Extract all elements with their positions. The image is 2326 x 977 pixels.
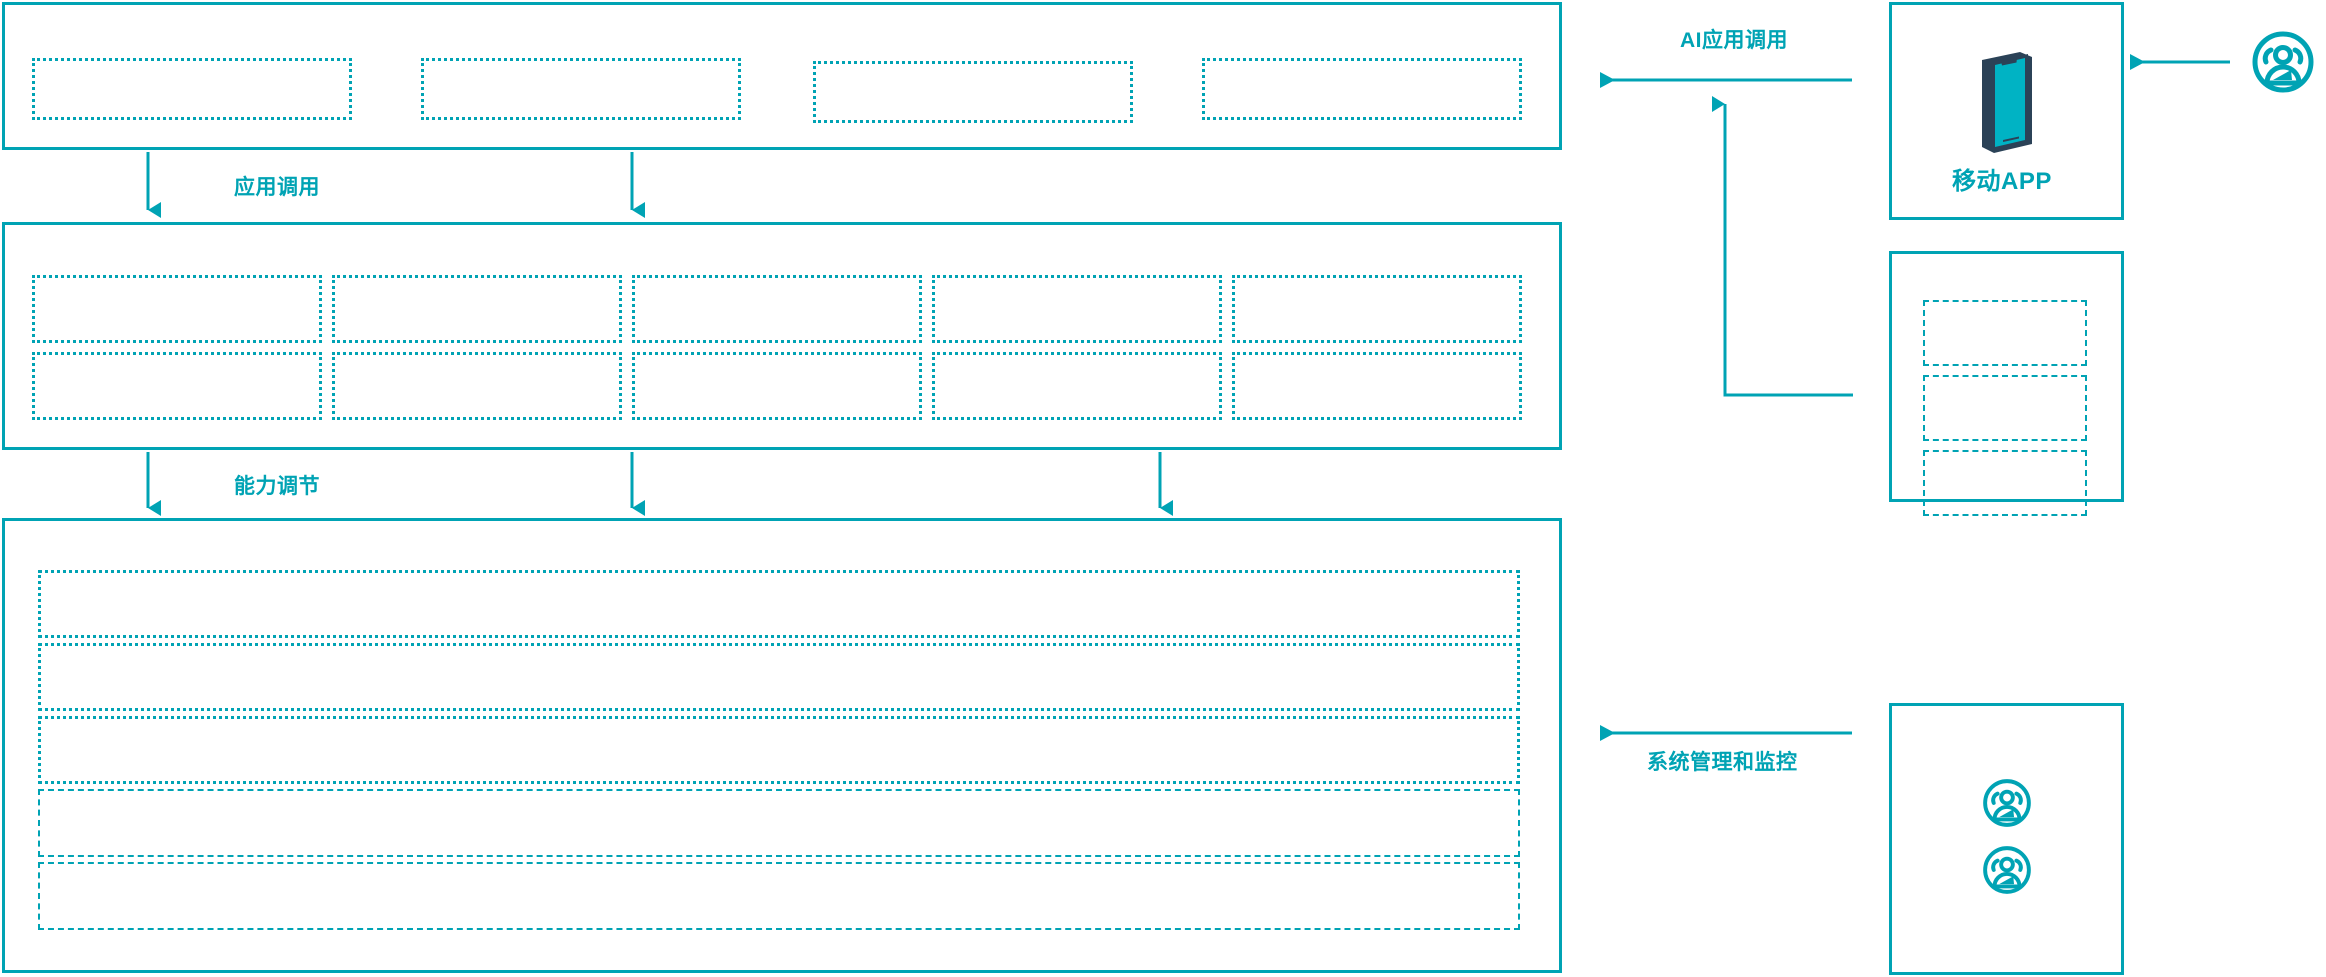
channel-panel-cell-1[interactable]	[1923, 300, 2087, 366]
smartphone-icon	[1982, 52, 2032, 153]
capability-layer-cell-r2c2[interactable]	[332, 352, 622, 420]
label-ai-app-invoke: AI应用调用	[1680, 29, 1788, 52]
connector-channel-to-app-layer	[1712, 96, 1853, 397]
platform-layer-row-5[interactable]	[38, 862, 1520, 930]
platform-layer-row-4[interactable]	[38, 789, 1520, 857]
capability-layer-cell-r2c4[interactable]	[932, 352, 1222, 420]
user-group-icon-operations-2[interactable]	[1982, 845, 2032, 895]
capability-layer-cell-r2c1[interactable]	[32, 352, 322, 420]
platform-layer-panel	[2, 518, 1562, 973]
platform-layer-row-2[interactable]	[38, 643, 1520, 711]
label-capability-invoke: 能力调节	[234, 475, 320, 498]
capability-layer-cell-r2c3[interactable]	[632, 352, 922, 420]
user-group-icon-end-user[interactable]	[2251, 30, 2315, 94]
application-layer-cell-3[interactable]	[813, 61, 1133, 123]
label-app-invoke: 应用调用	[234, 176, 320, 199]
mobile-app-caption: 移动APP	[1952, 168, 2052, 195]
application-layer-panel	[2, 2, 1562, 150]
application-layer-cell-1[interactable]	[32, 58, 352, 120]
capability-layer-cell-r1c3[interactable]	[632, 275, 922, 343]
capability-layer-cell-r1c2[interactable]	[332, 275, 622, 343]
label-system-admin-monitor: 系统管理和监控	[1647, 751, 1798, 774]
platform-layer-row-3[interactable]	[38, 716, 1520, 784]
capability-layer-cell-r1c5[interactable]	[1232, 275, 1522, 343]
channel-panel-cell-2[interactable]	[1923, 375, 2087, 441]
operations-panel	[1889, 703, 2124, 975]
capability-layer-cell-r1c4[interactable]	[932, 275, 1222, 343]
capability-layer-cell-r2c5[interactable]	[1232, 352, 1522, 420]
capability-layer-panel	[2, 222, 1562, 450]
application-layer-cell-4[interactable]	[1202, 58, 1522, 120]
application-layer-cell-2[interactable]	[421, 58, 741, 120]
channel-panel-cell-3[interactable]	[1923, 450, 2087, 516]
platform-layer-row-1[interactable]	[38, 570, 1520, 638]
capability-layer-cell-r1c1[interactable]	[32, 275, 322, 343]
user-group-icon-operations-1[interactable]	[1982, 778, 2032, 828]
